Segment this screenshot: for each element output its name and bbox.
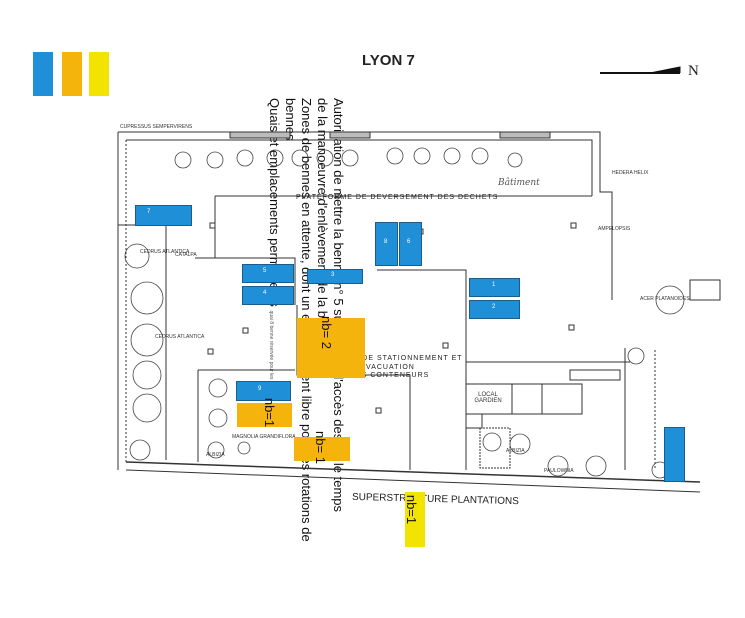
map-title: LYON 7 (362, 52, 415, 69)
bay-number: 3 (331, 272, 335, 278)
tree-label-5: ALBIZIA (506, 448, 525, 454)
tree-label-2: CEDRUS ATLANTICA (140, 249, 190, 255)
zone-count-label: nb=1 (404, 494, 420, 525)
bay-center-top-a (375, 222, 398, 266)
tree-label-1: CEDRUS ATLANTICA (155, 334, 205, 340)
handwritten-note: Bâtiment (498, 178, 540, 188)
parking-label-1: AIRE DE STATIONNEMENT ET (339, 355, 463, 362)
bay-center-top-b (399, 222, 422, 266)
tree-label-8: ALBIZIA (206, 452, 225, 458)
bay-number: 5 (263, 268, 267, 274)
north-label: N (688, 63, 699, 79)
north-arrow-icon (600, 66, 681, 74)
legend-swatch-orange (62, 52, 82, 96)
bay-number: 6 (407, 239, 411, 245)
waiting-zone-large (297, 318, 365, 378)
bay-left-1 (242, 264, 294, 283)
legend-swatch-blue (33, 52, 53, 96)
temporary-zone (405, 492, 425, 547)
zone-count-label: nb= 2 (318, 316, 334, 349)
bay-left-3 (242, 286, 294, 305)
bay-right-edge (664, 427, 685, 482)
platform-label: PLATEFORME DE DEVERSEMENT DES DECHETS (296, 194, 499, 201)
waiting-zone-bottom (294, 437, 350, 461)
tree-label-4: ACER PLATANOIDES (640, 296, 690, 302)
bay-right-1 (469, 278, 520, 297)
bay-number: 4 (263, 290, 267, 296)
bay-number: 8 (384, 239, 388, 245)
bay-number: 2 (492, 304, 496, 310)
bay-left-2 (307, 269, 363, 284)
bay-number: 7 (147, 209, 151, 215)
top-note: CUPRESSUS SEMPERVIRENS (120, 124, 193, 130)
top-right-note: HEDERA HELIX (612, 170, 649, 176)
bay-bottom-left (236, 381, 291, 401)
legend-swatch-yellow (89, 52, 109, 96)
parking-label-2: D'EVACUATION (352, 364, 415, 371)
parking-label-3: DES CONTENEURS (350, 372, 430, 379)
right-note: AMPELOPSIS (598, 226, 631, 232)
zone-count-label: nb=1 (262, 397, 278, 428)
waiting-zone-small (237, 403, 292, 427)
bay-right-2 (469, 300, 520, 319)
zone-count-label: nb= 1 (312, 431, 328, 464)
tree-label-3: MAGNOLIA GRANDIFLORA (232, 434, 296, 440)
bay-number: 1 (492, 282, 496, 288)
bay-number: 9 (258, 386, 262, 392)
tree-label-6: PAULOWNIA (544, 468, 574, 474)
tree-label-7: CATALPA (175, 252, 197, 258)
local-garden-label: LOCAL GARDIEN (474, 392, 502, 404)
bay-top-left (135, 205, 192, 226)
